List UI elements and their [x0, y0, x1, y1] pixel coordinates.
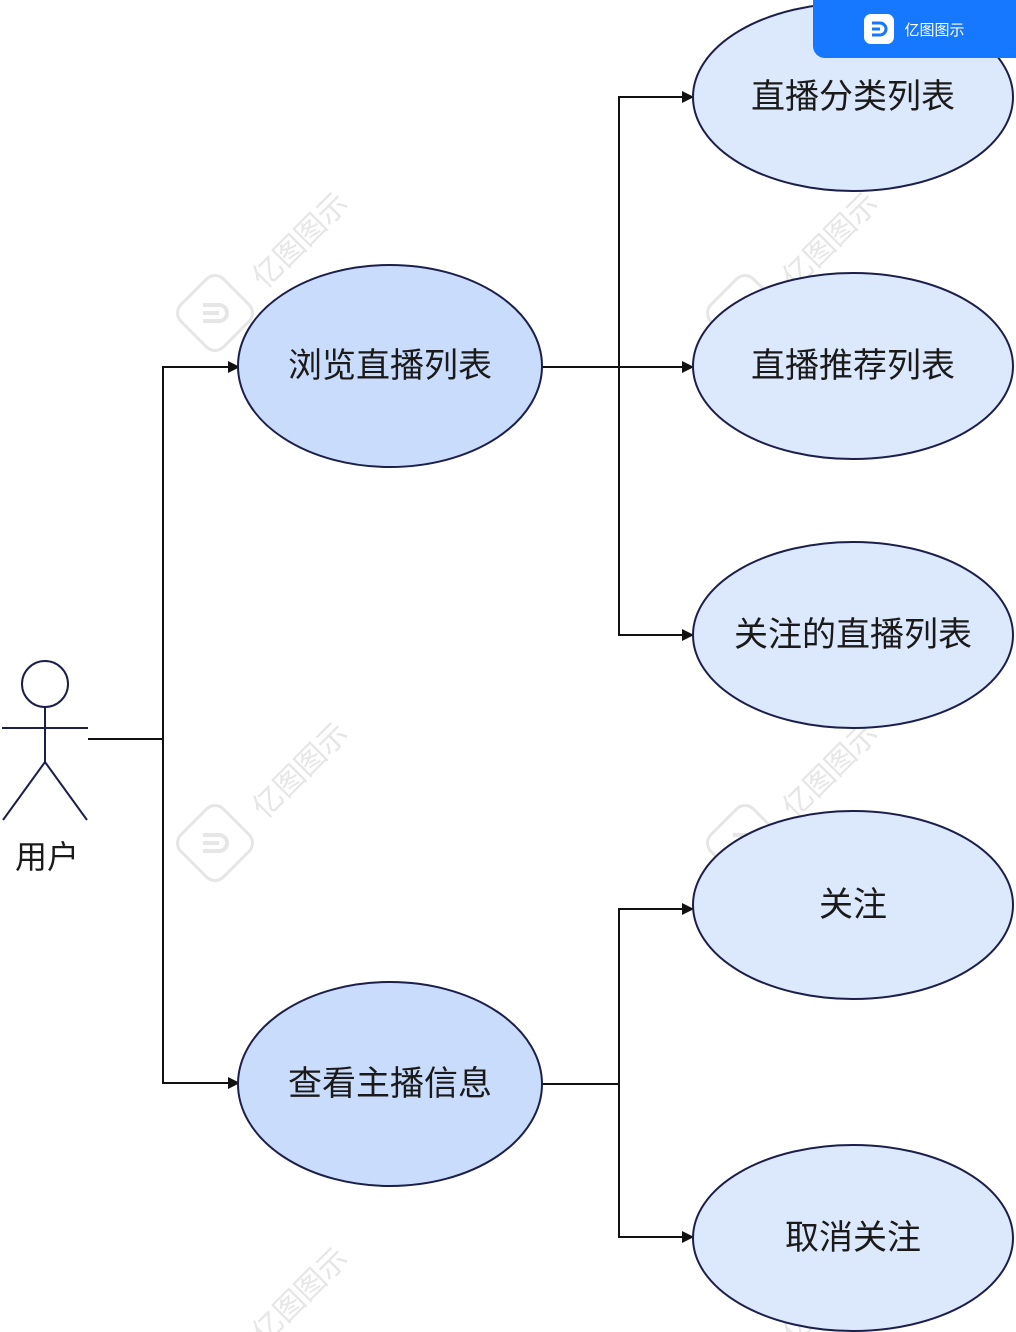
use-case-unfollow: 取消关注 [692, 1144, 1014, 1332]
connectors [88, 91, 694, 1243]
use-case-browse-label: 浏览直播列表 [288, 346, 492, 386]
svg-text:亿图图示: 亿图图示 [776, 716, 886, 826]
use-case-follow: 关注 [692, 810, 1014, 1000]
use-case-unfollow-shape [692, 1144, 1014, 1332]
actor-label: 用户 [15, 838, 79, 876]
actor-user [2, 660, 88, 821]
edge-browse-to-followed [618, 367, 694, 641]
use-case-follow-shape [692, 810, 1014, 1000]
edge-browse-to-category [543, 91, 694, 368]
edge-view-host-to-unfollow [618, 1084, 694, 1243]
use-case-browse-shape [237, 264, 543, 468]
use-case-browse: 浏览直播列表 [237, 264, 543, 468]
use-case-view-host: 查看主播信息 [237, 981, 543, 1187]
edge-view-host-to-follow [543, 903, 694, 1085]
use-case-recommend-list-shape [692, 272, 1014, 460]
actor-head [21, 660, 69, 708]
brand-badge[interactable]: 亿图图示 [813, 0, 1016, 58]
use-case-view-host-label: 查看主播信息 [288, 1064, 492, 1104]
svg-text:亿图图示: 亿图图示 [246, 716, 356, 826]
svg-text:亿图图示: 亿图图示 [246, 1241, 356, 1332]
use-case-category-list-label: 直播分类列表 [751, 77, 955, 117]
use-case-follow-label: 关注 [819, 885, 887, 925]
brand-text: 亿图图示 [904, 20, 965, 39]
use-case-unfollow-label: 取消关注 [785, 1218, 921, 1258]
edge-actor-to-browse [88, 361, 240, 740]
edge-actor-to-view-host [162, 739, 240, 1089]
watermark-3: 亿图图示 [170, 716, 356, 888]
use-case-recommend-list-label: 直播推荐列表 [751, 346, 955, 386]
watermark-5: 亿图图示 [246, 1241, 356, 1332]
actor-right-leg [44, 761, 88, 821]
use-case-followed-list-shape [692, 541, 1014, 729]
use-case-followed-list-label: 关注的直播列表 [734, 615, 972, 655]
use-case-followed-list: 关注的直播列表 [692, 541, 1014, 729]
use-case-recommend-list: 直播推荐列表 [692, 272, 1014, 460]
brand-logo-icon [864, 14, 895, 44]
actor-left-leg [2, 761, 46, 821]
use-case-view-host-shape [237, 981, 543, 1187]
